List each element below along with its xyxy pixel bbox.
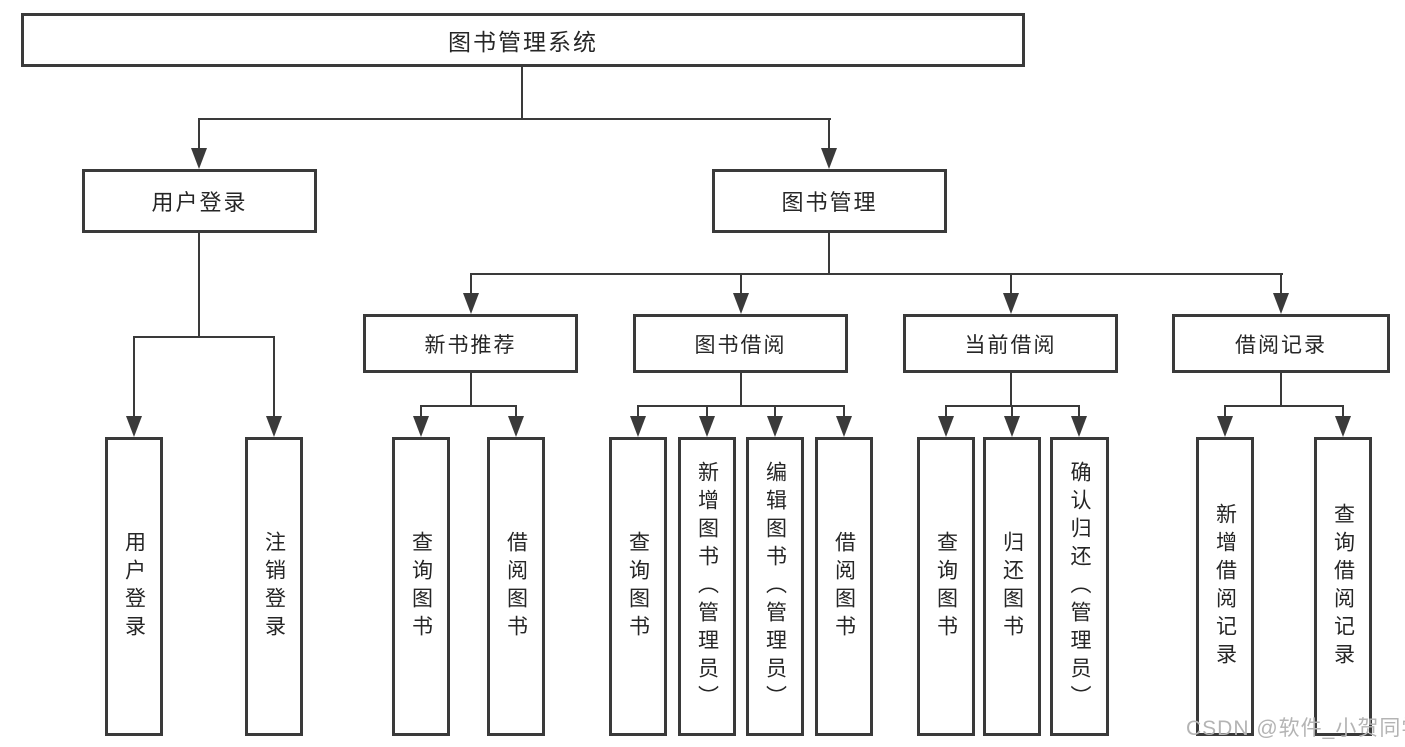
connector-line [273, 336, 275, 418]
arrowhead-down-icon [1071, 416, 1087, 437]
connector-line [1078, 405, 1080, 418]
node-label: 新增图书（管理员） [695, 460, 719, 713]
node-label: 借阅图书 [504, 530, 528, 643]
node-label: 图书管理 [781, 190, 878, 215]
leaf-query-books-current: 查询图书 [917, 437, 975, 736]
connector-line [1010, 373, 1012, 407]
arrowhead-down-icon [191, 148, 207, 169]
node-label: 归还图书 [1000, 530, 1024, 643]
csdn-watermark: CSDN @软件_小贺同学 [1186, 717, 1405, 740]
arrowhead-down-icon [699, 416, 715, 437]
connector-line [1280, 273, 1282, 296]
connector-line [198, 118, 831, 120]
arrowhead-down-icon [1003, 293, 1019, 314]
node-label: 注销登录 [262, 530, 286, 643]
node-label: 借阅图书 [832, 530, 856, 643]
connector-line [774, 405, 776, 418]
connector-line [828, 233, 830, 275]
arrowhead-down-icon [413, 416, 429, 437]
node-label: 用户登录 [122, 530, 146, 643]
node-borrowing-records: 借阅记录 [1172, 314, 1390, 373]
node-label: 借阅记录 [1235, 333, 1327, 357]
leaf-user-login: 用户登录 [105, 437, 163, 736]
connector-line [1342, 405, 1344, 418]
arrowhead-down-icon [630, 416, 646, 437]
node-book-management: 图书管理 [712, 169, 947, 233]
connector-line [706, 405, 708, 418]
node-current-borrowing: 当前借阅 [903, 314, 1118, 373]
node-label: 查询图书 [626, 530, 650, 643]
node-new-book-recommendation: 新书推荐 [363, 314, 578, 373]
node-label: 图书借阅 [694, 333, 787, 357]
arrowhead-down-icon [1217, 416, 1233, 437]
leaf-add-borrow-record: 新增借阅记录 [1196, 437, 1254, 736]
leaf-return-books: 归还图书 [983, 437, 1041, 736]
node-label: 用户登录 [151, 190, 248, 215]
connector-line [843, 405, 845, 418]
connector-line [470, 373, 472, 407]
node-label: 新增借阅记录 [1213, 502, 1237, 671]
connector-line [515, 405, 517, 418]
arrowhead-down-icon [1273, 293, 1289, 314]
node-book-borrowing: 图书借阅 [633, 314, 848, 373]
connector-line [1010, 273, 1012, 296]
connector-line [133, 336, 275, 338]
node-label: 新书推荐 [424, 333, 517, 357]
arrowhead-down-icon [767, 416, 783, 437]
arrowhead-down-icon [508, 416, 524, 437]
leaf-borrow-books-recommend: 借阅图书 [487, 437, 545, 736]
arrowhead-down-icon [1335, 416, 1351, 437]
connector-line [420, 405, 517, 407]
connector-line [1224, 405, 1344, 407]
arrowhead-down-icon [126, 416, 142, 437]
node-label: 查询借阅记录 [1331, 502, 1355, 671]
leaf-confirm-return-admin: 确认归还（管理员） [1050, 437, 1109, 736]
leaf-query-books-borrow: 查询图书 [609, 437, 667, 736]
node-label: 确认归还（管理员） [1068, 460, 1091, 713]
leaf-borrow-books: 借阅图书 [815, 437, 873, 736]
connector-line [945, 405, 947, 418]
connector-line [198, 118, 200, 152]
arrowhead-down-icon [938, 416, 954, 437]
arrowhead-down-icon [266, 416, 282, 437]
connector-line [1011, 405, 1013, 418]
leaf-query-borrow-record: 查询借阅记录 [1314, 437, 1372, 736]
connector-line [740, 273, 742, 296]
connector-line [420, 405, 422, 418]
leaf-logout: 注销登录 [245, 437, 303, 736]
node-label: 图书管理系统 [448, 29, 598, 55]
connector-line [133, 336, 135, 418]
connector-line [740, 373, 742, 407]
connector-line [828, 118, 830, 152]
connector-line [470, 273, 472, 296]
node-label: 编辑图书（管理员） [763, 460, 787, 713]
connector-line [198, 233, 200, 338]
arrowhead-down-icon [733, 293, 749, 314]
connector-line [1280, 373, 1282, 407]
connector-line [470, 273, 1283, 275]
connector-line [637, 405, 639, 418]
arrowhead-down-icon [836, 416, 852, 437]
arrowhead-down-icon [463, 293, 479, 314]
connector-line [637, 405, 845, 407]
arrowhead-down-icon [821, 148, 837, 169]
node-label: 查询图书 [934, 530, 958, 643]
leaf-query-books-recommend: 查询图书 [392, 437, 450, 736]
node-label: 当前借阅 [964, 333, 1057, 357]
connector-line [521, 67, 523, 120]
node-user-login: 用户登录 [82, 169, 317, 233]
node-label: 查询图书 [409, 530, 433, 643]
leaf-add-books-admin: 新增图书（管理员） [678, 437, 736, 736]
leaf-edit-books-admin: 编辑图书（管理员） [746, 437, 804, 736]
connector-line [1224, 405, 1226, 418]
node-library-management-system: 图书管理系统 [21, 13, 1025, 67]
arrowhead-down-icon [1004, 416, 1020, 437]
